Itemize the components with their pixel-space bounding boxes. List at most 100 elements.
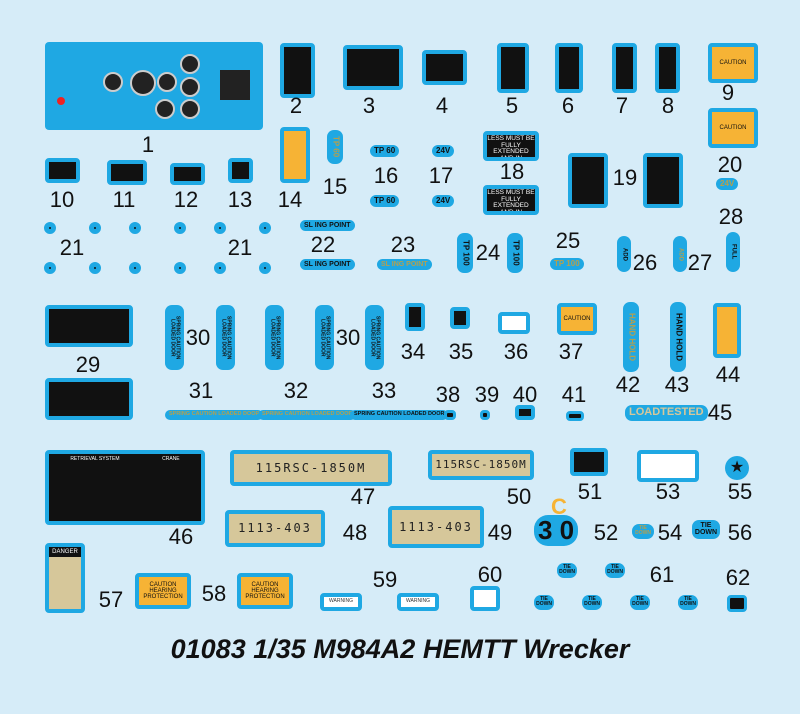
- decal-56: TIE DOWN: [692, 520, 720, 539]
- decal-47: 115RSC-1850M: [230, 450, 392, 486]
- decal-48: 1113-403: [225, 510, 325, 547]
- decal-58a: CAUTION HEARING PROTECTION: [135, 573, 191, 609]
- decal-8: [655, 43, 680, 93]
- part-number: 2: [289, 93, 303, 118]
- decal-23: SL ING POINT: [377, 259, 432, 271]
- part-number: 38: [435, 382, 461, 407]
- decal-21: [44, 262, 56, 274]
- decal-22a: SL ING POINT: [300, 220, 355, 232]
- decal-59a: WARNING: [320, 593, 362, 611]
- decal-29b: [45, 378, 133, 420]
- decal-15: TP 60: [327, 130, 344, 164]
- sheet-title: 01083 1/35 M984A2 HEMTT Wrecker: [170, 634, 630, 664]
- part-number: 36: [503, 339, 529, 364]
- decal-19a: [568, 153, 608, 208]
- part-number: 50: [506, 484, 532, 509]
- part-number: 12: [173, 187, 199, 212]
- decal-12: [170, 163, 205, 185]
- decal-21: [174, 262, 186, 274]
- part-number: 46: [168, 524, 194, 549]
- part-number: 10: [49, 187, 75, 212]
- part-number: 32: [283, 378, 309, 403]
- decal-33: SPRING CAUTION LOADED DOOR: [350, 410, 449, 420]
- decal-61: TIE DOWN: [678, 595, 698, 610]
- part-number: 59: [372, 567, 398, 592]
- decal-32: SPRING CAUTION LOADED DOOR: [258, 410, 357, 420]
- part-number: 45: [707, 400, 733, 425]
- decal-21: [129, 262, 141, 274]
- decal-17b: 24V: [432, 195, 455, 208]
- decal-16a: TP 60: [370, 145, 400, 158]
- decal-21: [89, 262, 101, 274]
- part-number: 42: [615, 372, 641, 397]
- part-number: 60: [477, 562, 503, 587]
- warning-light-icon: [57, 97, 65, 105]
- part-number: 6: [561, 93, 575, 118]
- part-number: 47: [350, 484, 376, 509]
- decal-25: TP 100: [550, 258, 584, 271]
- decal-40: [515, 405, 535, 420]
- part-number: 57: [98, 587, 124, 612]
- decal-35: [450, 307, 470, 329]
- part-number: 37: [558, 339, 584, 364]
- part-number: 39: [474, 382, 500, 407]
- part-number: 58: [201, 581, 227, 606]
- decal-14: [280, 127, 310, 183]
- decal-24a: TP 100: [457, 233, 474, 273]
- part-number: 61: [649, 562, 675, 587]
- part-number: 11: [112, 187, 136, 212]
- decal-52-number: 3 0: [534, 515, 579, 546]
- decal-29a: [45, 305, 133, 347]
- decal-39: [480, 410, 490, 420]
- decal-61: TIE DOWN: [557, 563, 577, 578]
- decal-13: [228, 158, 253, 183]
- part-number: 22: [310, 232, 336, 257]
- part-number: 21: [227, 235, 253, 260]
- decal-45: LOADTESTED: [625, 405, 708, 421]
- decal-57-danger: DANGER: [49, 547, 81, 558]
- decal-61: TIE DOWN: [605, 563, 625, 578]
- part-number: 34: [400, 339, 426, 364]
- gauge-icon: [180, 54, 200, 74]
- decal-30: SPRING CAUTION LOADED DOOR: [315, 305, 334, 370]
- part-number: 23: [390, 232, 416, 257]
- decal-18b: OUTRIGGER LESS MUST BE FULLY EXTENDED AN…: [483, 185, 539, 215]
- decal-21: [214, 222, 226, 234]
- part-number: 9: [721, 80, 735, 105]
- decal-34: [405, 303, 425, 331]
- decal-60: [470, 586, 500, 611]
- decal-46-left-title: RETRIEVAL SYSTEM: [70, 456, 120, 462]
- instrument-panel-decal: [45, 42, 263, 130]
- decal-17a: 24V: [432, 145, 455, 158]
- decal-19b: [643, 153, 683, 208]
- part-number: 28: [718, 204, 744, 229]
- decal-61: TIE DOWN: [534, 595, 554, 610]
- part-number: 30: [335, 325, 361, 350]
- decal-61: TIE DOWN: [582, 595, 602, 610]
- part-number: 21: [59, 235, 85, 260]
- decal-59b: WARNING: [397, 593, 439, 611]
- decal-21: [259, 262, 271, 274]
- part-number: 43: [664, 372, 690, 397]
- decal-16b: TP 60: [370, 195, 400, 208]
- part-number: 8: [661, 93, 675, 118]
- part-number: 41: [561, 382, 587, 407]
- decal-28: FULL: [726, 232, 741, 272]
- part-number: 30: [185, 325, 211, 350]
- decal-10: [45, 158, 80, 183]
- decal-53: [637, 450, 699, 482]
- decal-9: CAUTION: [708, 43, 758, 83]
- part-number: 48: [342, 520, 368, 545]
- gauge-icon: [180, 99, 200, 119]
- decal-31: SPRING CAUTION LOADED DOOR: [165, 410, 264, 420]
- decal-52-letter: C: [551, 494, 567, 519]
- decal-6: [555, 43, 583, 93]
- decal-49: 1113-403: [388, 506, 484, 548]
- part-number: 53: [655, 479, 681, 504]
- decal-20: CAUTION: [708, 108, 758, 148]
- part-number: 33: [371, 378, 397, 403]
- decal-58b: CAUTION HEARING PROTECTION: [237, 573, 293, 609]
- decal-41: [566, 411, 584, 421]
- part-number: 24: [475, 240, 501, 265]
